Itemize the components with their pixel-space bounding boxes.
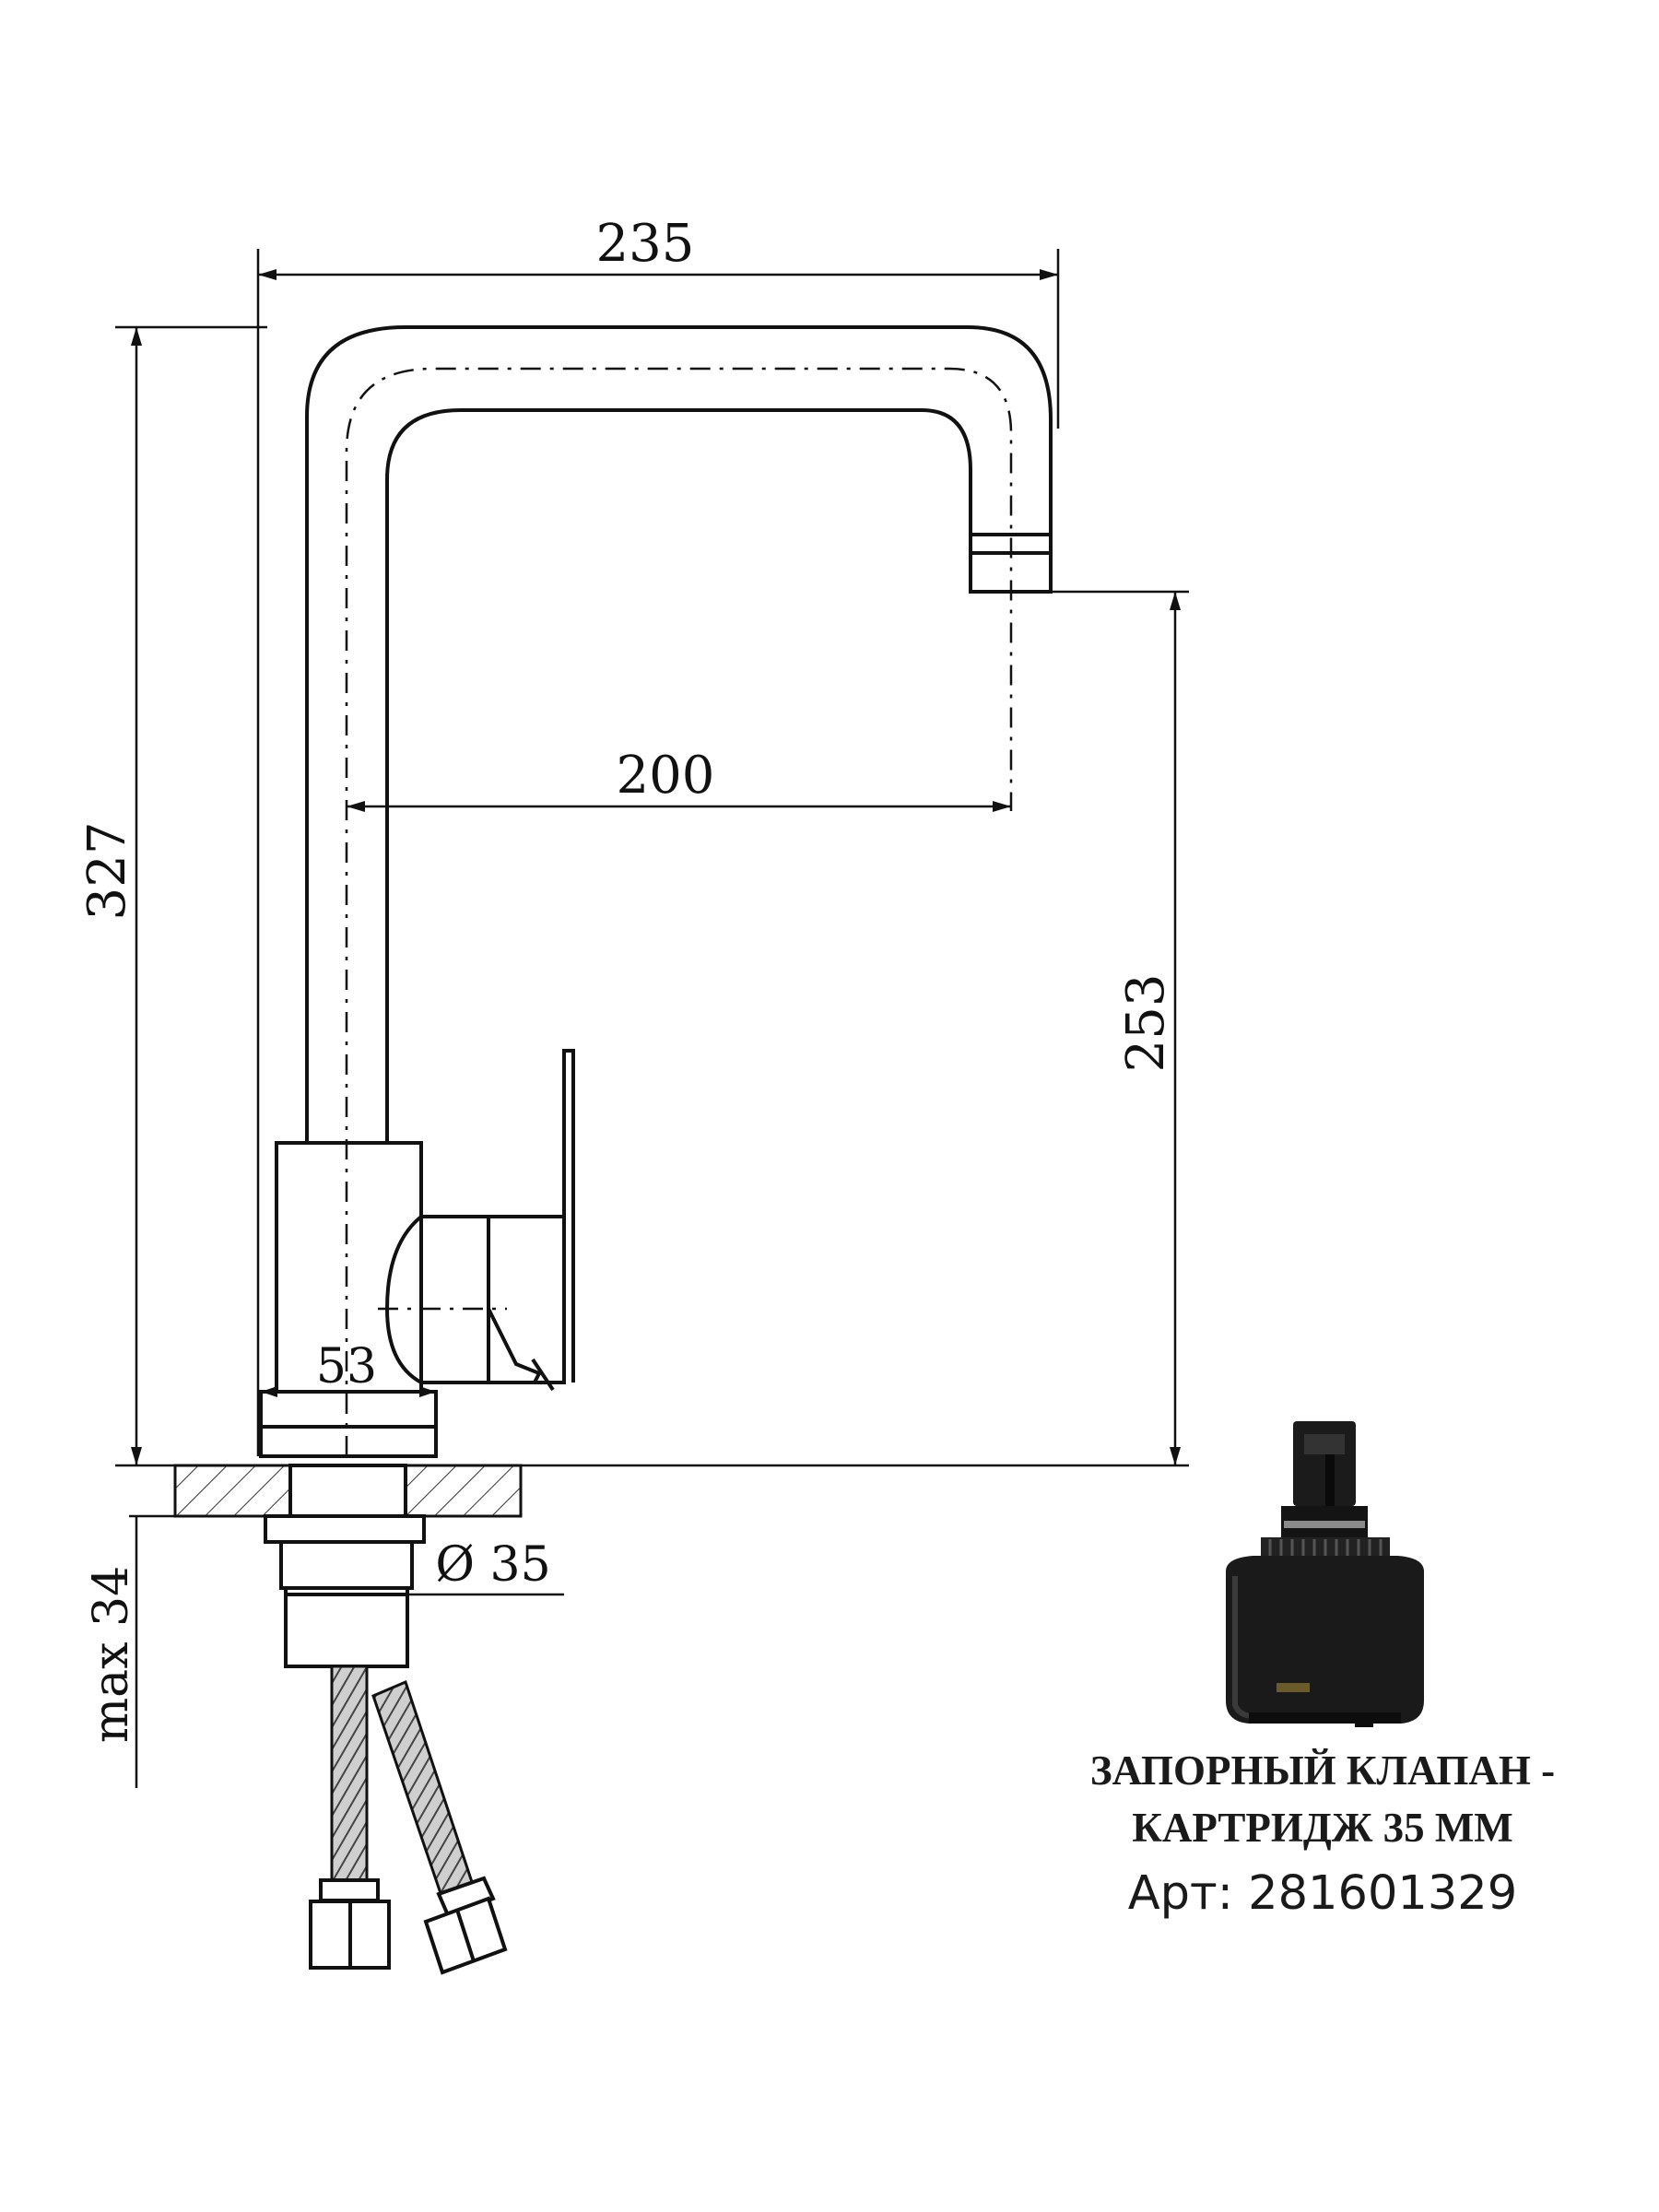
dim-total-width: 235 bbox=[596, 214, 695, 274]
dim-max-thickness: max 34 bbox=[84, 1566, 139, 1743]
dim-mount-diameter: Ø 35 bbox=[435, 1537, 550, 1593]
faucet-outline bbox=[259, 325, 1053, 1458]
lever-handle bbox=[384, 1049, 575, 1392]
spout-centerline bbox=[345, 367, 1013, 1456]
dimension-arrows bbox=[131, 269, 1181, 1465]
dim-total-height: 327 bbox=[77, 822, 137, 921]
cartridge-caption: ЗАПОРНЫЙ КЛАПАН - КАРТРИДЖ 35 ММ bbox=[986, 1742, 1659, 1856]
mounting-shank bbox=[264, 1464, 426, 1668]
article-number: Арт: 281601329 bbox=[1127, 1866, 1518, 1921]
dim-spout-reach: 200 bbox=[617, 746, 715, 806]
supply-hoses bbox=[309, 1665, 508, 1975]
caption-line-2: КАРТРИДЖ 35 ММ bbox=[1132, 1805, 1513, 1851]
caption-line-1: ЗАПОРНЫЙ КЛАПАН - bbox=[1089, 1747, 1556, 1794]
dim-base-width: 53 bbox=[316, 1339, 377, 1394]
dim-spout-height: 253 bbox=[1116, 974, 1176, 1073]
countertop bbox=[173, 1464, 523, 1518]
dimension-lines bbox=[115, 249, 1189, 1788]
cartridge-image bbox=[1226, 1421, 1424, 1727]
